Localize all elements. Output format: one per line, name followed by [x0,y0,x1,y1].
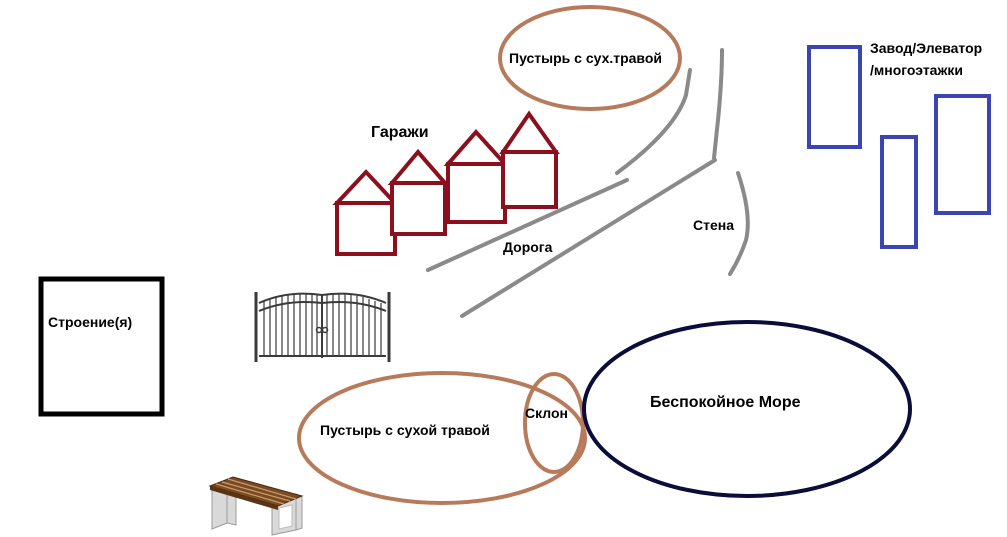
wasteland-bottom-zone: Пустырь с сухой травой [297,371,587,505]
wasteland-bottom-label: Пустырь с сухой травой [320,422,490,438]
wall-label: Стена [693,217,734,233]
road-lines [426,48,750,318]
wall-line [728,171,750,276]
road-line-top-right [712,48,724,160]
garages-group: Гаражи [332,110,560,256]
garages-label: Гаражи [371,124,429,141]
garage-3 [443,128,510,224]
sea-zone: Беспокойное Море [582,320,912,498]
factory-building-1 [807,45,862,149]
slope-label: Склон [525,405,568,421]
factory-building-2 [880,135,918,249]
road-label: Дорога [503,239,553,255]
building-outline [38,276,165,417]
slope-outline [523,372,585,474]
road-line-middle [426,178,629,272]
factory-building-3 [934,94,991,215]
building-label: Строение(я) [48,314,132,330]
sea-outline [582,320,912,498]
wasteland-top-zone: Пустырь с сух.травой [498,5,682,111]
slope-zone: Склон [523,372,585,474]
building-zone: Строение(я) [38,276,165,417]
wasteland-top-label: Пустырь с сух.травой [509,50,662,66]
sea-label: Беспокойное Море [650,394,801,411]
garage-2 [387,148,450,236]
wasteland-bottom-outline [297,371,587,505]
garage-1 [332,169,400,256]
factory-label-line2: /многоэтажки [870,62,963,78]
road-line-top-left [615,68,692,175]
park-bench-icon [208,476,304,536]
road-line-lower [460,158,717,318]
garage-4 [499,110,560,209]
factory-group: Завод/Элеватор /многоэтажки [807,40,991,249]
factory-label-line1: Завод/Элеватор [870,40,982,56]
wasteland-top-outline [498,5,682,111]
iron-gate-icon [254,292,391,362]
